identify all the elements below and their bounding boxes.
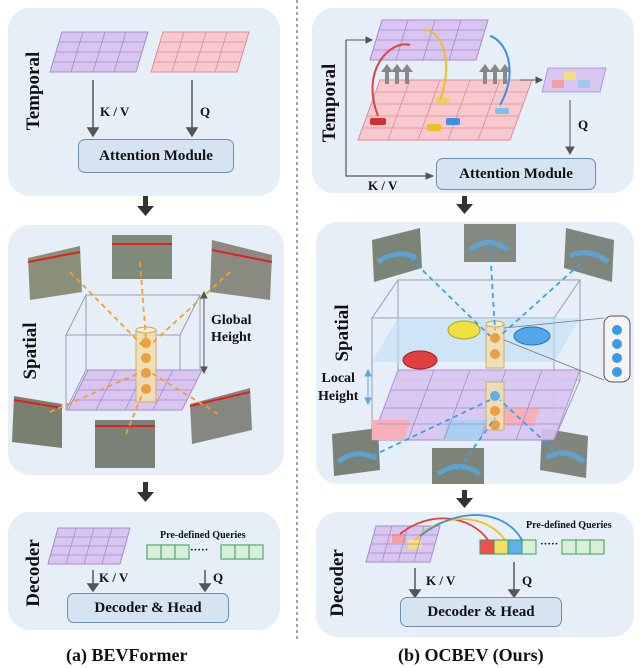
right-predefined-queries: Pre-defined Queries xyxy=(526,520,612,531)
left-caption: (a) BEVFormer xyxy=(66,645,188,665)
right-arrow-down-2 xyxy=(456,490,473,508)
left-bev-grid-pink xyxy=(150,31,250,73)
right-zoomed-pillar xyxy=(503,315,631,383)
right-local-height-arrow xyxy=(364,368,372,406)
right-decoder-kv-label: K / V xyxy=(426,573,456,588)
right-bev-grid-pink xyxy=(357,79,533,141)
left-temporal-label: Temporal xyxy=(23,51,44,131)
left-pillar xyxy=(135,326,157,403)
left-camera-images xyxy=(12,235,273,468)
left-arrow-down-2 xyxy=(137,482,154,502)
right-projection-lines xyxy=(371,247,581,471)
left-decoder-head: Decoder & Head xyxy=(67,593,229,623)
right-decoder-q-label: Q xyxy=(522,573,533,588)
right-kv-path xyxy=(345,40,428,177)
left-bev-grid-purple xyxy=(49,31,149,73)
right-kv-label: K / V xyxy=(368,178,398,193)
right-arrow-down-1 xyxy=(456,196,473,214)
left-predefined-queries: Pre-defined Queries xyxy=(160,530,246,541)
left-arrow-down-1 xyxy=(137,196,154,216)
right-cars xyxy=(402,320,551,370)
right-caption: (b) OCBEV (Ours) xyxy=(398,645,544,665)
right-temporal-label: Temporal xyxy=(319,63,340,143)
left-kv-label: K / V xyxy=(100,104,130,119)
left-decoder-q-label: Q xyxy=(213,570,224,585)
right-bev-grid-purple-top xyxy=(369,19,489,61)
right-pillars xyxy=(485,320,505,431)
left-decoder-kv-label: K / V xyxy=(99,570,129,585)
right-local-height-label: Local Height xyxy=(318,371,359,404)
right-query-boxes xyxy=(479,539,605,555)
right-output-grid xyxy=(541,67,607,93)
left-q-label: Q xyxy=(200,104,211,119)
right-decoder-curves xyxy=(399,514,523,541)
left-decoder-bev-grid xyxy=(47,527,131,565)
left-attention-module: Attention Module xyxy=(78,139,234,173)
right-q-label: Q xyxy=(578,117,589,132)
right-temporal-curves xyxy=(371,29,511,117)
right-up-arrows xyxy=(381,64,511,84)
right-query-dots: ····· xyxy=(540,538,559,550)
left-query-boxes xyxy=(146,544,264,560)
left-projection-lines xyxy=(49,261,231,435)
left-global-height-arrow xyxy=(200,290,208,375)
left-query-dots: ····· xyxy=(190,544,209,556)
left-global-height-label: Global Height xyxy=(211,313,252,345)
left-decoder-label: Decoder xyxy=(23,539,44,607)
right-spatial-label: Spatial xyxy=(332,304,353,362)
right-decoder-label: Decoder xyxy=(327,549,348,617)
left-spatial-label: Spatial xyxy=(20,322,41,380)
right-spatial-bev-grid xyxy=(371,369,581,441)
right-attention-module: Attention Module xyxy=(436,158,596,190)
right-decoder-head: Decoder & Head xyxy=(400,597,562,627)
